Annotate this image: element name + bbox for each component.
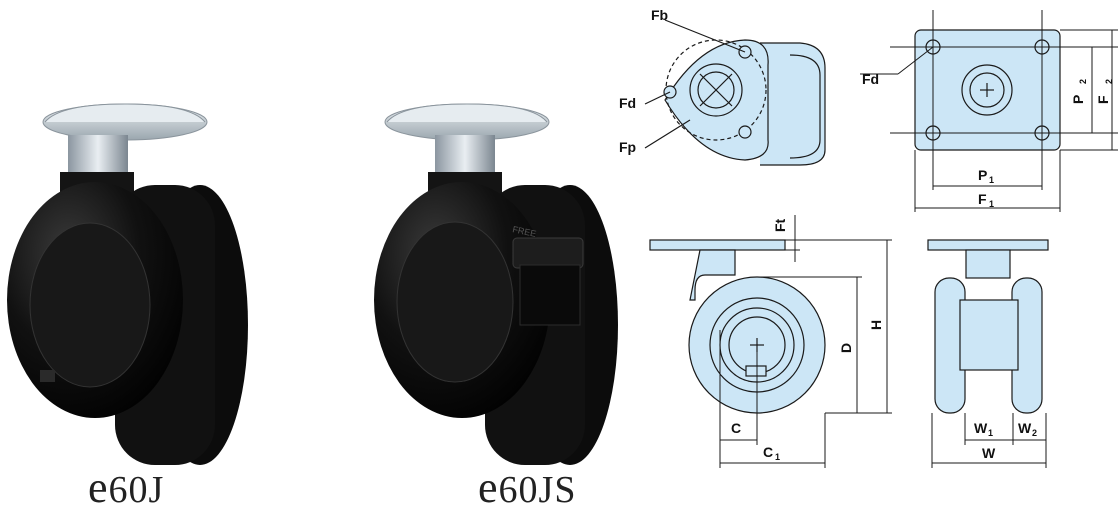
side-view-drawing	[649, 239, 826, 414]
top-view-drawing	[644, 19, 826, 166]
front-view-drawing	[927, 239, 1049, 414]
label-fd-top: Fd	[619, 95, 636, 111]
label-fp: Fp	[619, 139, 636, 155]
svg-text:F: F	[1095, 95, 1111, 104]
caster-60js-photo: FREE	[374, 103, 618, 465]
label-fd-plate: Fd	[862, 71, 879, 87]
svg-text:W: W	[1018, 420, 1032, 436]
svg-text:C: C	[763, 444, 773, 460]
svg-text:H: H	[868, 320, 884, 330]
svg-text:C: C	[731, 420, 741, 436]
svg-text:W: W	[974, 420, 988, 436]
svg-text:1: 1	[775, 452, 780, 462]
plate-view-drawing	[914, 29, 1061, 151]
svg-text:2: 2	[1078, 79, 1088, 84]
label-fb: Fb	[651, 7, 668, 23]
caster-60j-photo	[7, 103, 248, 465]
svg-text:P: P	[1070, 95, 1086, 104]
svg-text:1: 1	[989, 175, 994, 185]
front-dimension-lines	[931, 413, 1047, 468]
svg-text:W: W	[982, 445, 996, 461]
svg-text:1: 1	[988, 428, 993, 438]
svg-text:2: 2	[1104, 79, 1114, 84]
free-emboss-text: FREE	[512, 224, 538, 239]
svg-text:P: P	[978, 167, 987, 183]
svg-text:D: D	[838, 343, 854, 353]
plate-dimension-lines	[860, 10, 1118, 212]
svg-text:2: 2	[1032, 428, 1037, 438]
svg-text:F: F	[978, 191, 987, 207]
side-dimension-lines	[719, 215, 892, 468]
model-name-60j: e60J	[88, 463, 165, 512]
svg-text:Ft: Ft	[772, 218, 788, 232]
svg-text:1: 1	[989, 199, 994, 209]
model-name-60js: e60JS	[478, 463, 577, 512]
